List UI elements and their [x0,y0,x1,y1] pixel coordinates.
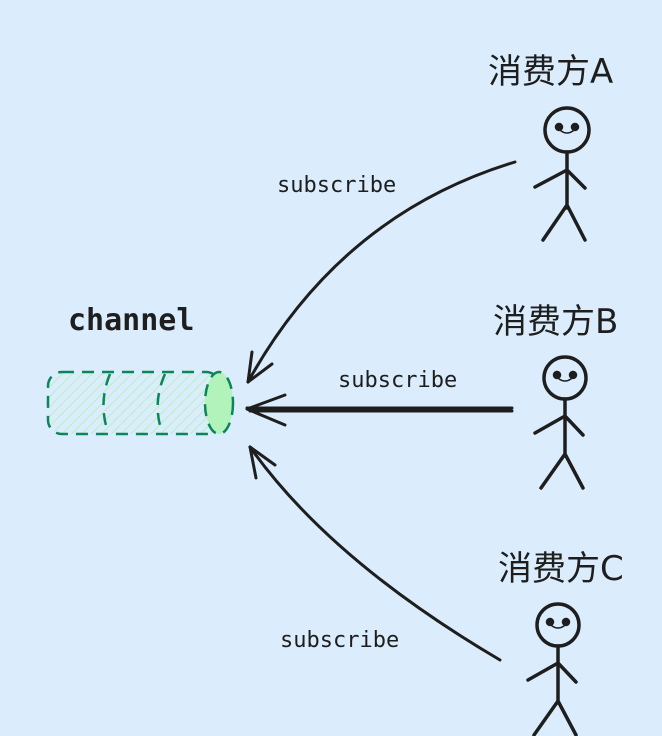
arrowhead-a [246,350,274,384]
stick-figure-icon [533,355,588,490]
edge-label-c: subscribe [280,628,399,653]
stick-figure-icon [526,602,581,736]
arrow-c [248,445,502,662]
edge-label-b: subscribe [338,368,457,393]
arrowhead-c [248,445,277,480]
consumer-c-label: 消费方C [498,549,624,589]
channel-cylinder [46,370,235,436]
consumer-b-label: 消费方B [493,302,618,342]
consumer-a-label: 消费方A [488,52,613,92]
arrow-b [245,406,514,413]
arrow-a [246,160,517,384]
edge-label-a: subscribe [277,173,396,198]
channel-label: channel [68,303,194,338]
arrowhead-b [245,393,287,427]
stick-figure-icon [533,106,591,242]
